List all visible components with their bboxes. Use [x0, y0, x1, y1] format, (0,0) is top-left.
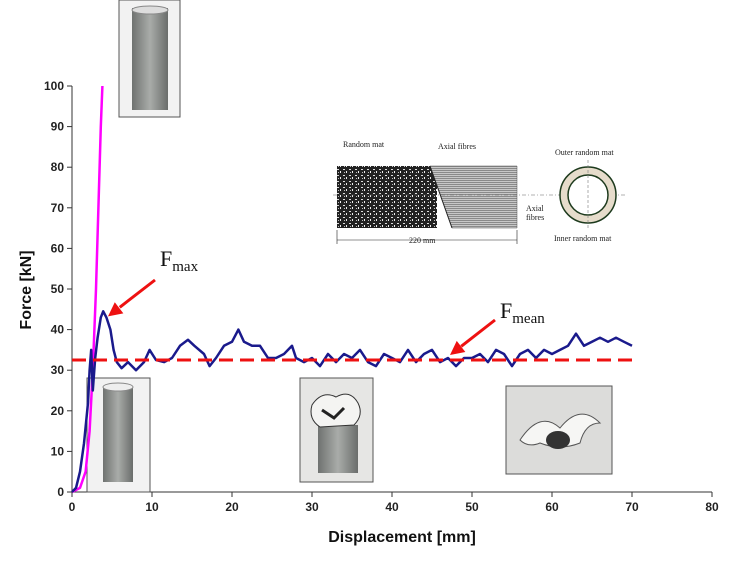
- fmax-arrow-head: [108, 302, 124, 317]
- fmean-label: Fmean: [500, 298, 545, 327]
- fmax-label-sub: max: [172, 259, 198, 275]
- x-tick-label: 10: [145, 500, 159, 514]
- y-tick-label: 60: [51, 241, 65, 255]
- label-length: 220 mm: [409, 236, 436, 245]
- random-mat-section: [337, 166, 437, 228]
- axes: 0 10 20 30 40 50 60 70 80 0 10 20 30 40 50 60 70 80 90 100D…: [18, 79, 719, 546]
- photo-fully-crushed: [505, 385, 613, 475]
- y-tick-label: 70: [51, 201, 65, 215]
- label-inner-random-mat: Inner random mat: [554, 234, 612, 243]
- annotations: Fmax Fmean: [108, 246, 545, 356]
- y-tick-label: 80: [51, 160, 65, 174]
- fmean-arrow-shaft: [460, 318, 496, 348]
- tube-laminate-diagram: Random mat Axial fibres 220 mm Outer ran…: [333, 140, 626, 245]
- x-tick-label: 20: [225, 500, 239, 514]
- y-tick-label: 50: [51, 282, 65, 296]
- axial-fibre-section: [429, 165, 518, 229]
- label-random-mat: Random mat: [343, 140, 385, 149]
- photo-partially-crushed: [299, 377, 374, 483]
- fmean-label-sub: mean: [512, 311, 545, 327]
- x-tick-label: 70: [625, 500, 639, 514]
- y-axis-label: Force [kN]: [18, 250, 35, 329]
- x-tick-label: 60: [545, 500, 559, 514]
- x-tick-label: 0: [69, 500, 76, 514]
- label-axial-fibres: Axial fibres: [438, 142, 476, 151]
- x-axis-label: Displacement [mm]: [328, 529, 476, 546]
- label-axial-ring-1: Axial: [526, 204, 545, 213]
- y-tick-label: 10: [51, 444, 65, 458]
- fmean-label-main: F: [500, 298, 512, 323]
- y-tick-label: 0: [57, 485, 64, 499]
- series-layer: [71, 85, 633, 494]
- y-tick-label: 100: [44, 79, 64, 93]
- label-outer-random-mat: Outer random mat: [555, 148, 614, 157]
- label-axial-ring-2: fibres: [526, 213, 544, 222]
- y-tick-label: 40: [51, 323, 65, 337]
- y-tick-label: 20: [51, 404, 65, 418]
- x-tick-label: 80: [705, 500, 719, 514]
- fmean-arrow-head: [450, 340, 466, 356]
- photo-intact-tube: [86, 377, 151, 493]
- x-tick-label: 50: [465, 500, 479, 514]
- y-tick-label: 90: [51, 120, 65, 134]
- x-tick-label: 30: [305, 500, 319, 514]
- photo-intact-tube-top: [118, 0, 181, 118]
- specimen-photos: [86, 0, 613, 493]
- series-tube-crushing: [71, 310, 633, 493]
- fmax-label-main: F: [160, 246, 172, 271]
- x-tick-label: 40: [385, 500, 399, 514]
- fmax-arrow-shaft: [118, 278, 156, 309]
- fmax-label: Fmax: [160, 246, 199, 275]
- y-tick-label: 30: [51, 363, 65, 377]
